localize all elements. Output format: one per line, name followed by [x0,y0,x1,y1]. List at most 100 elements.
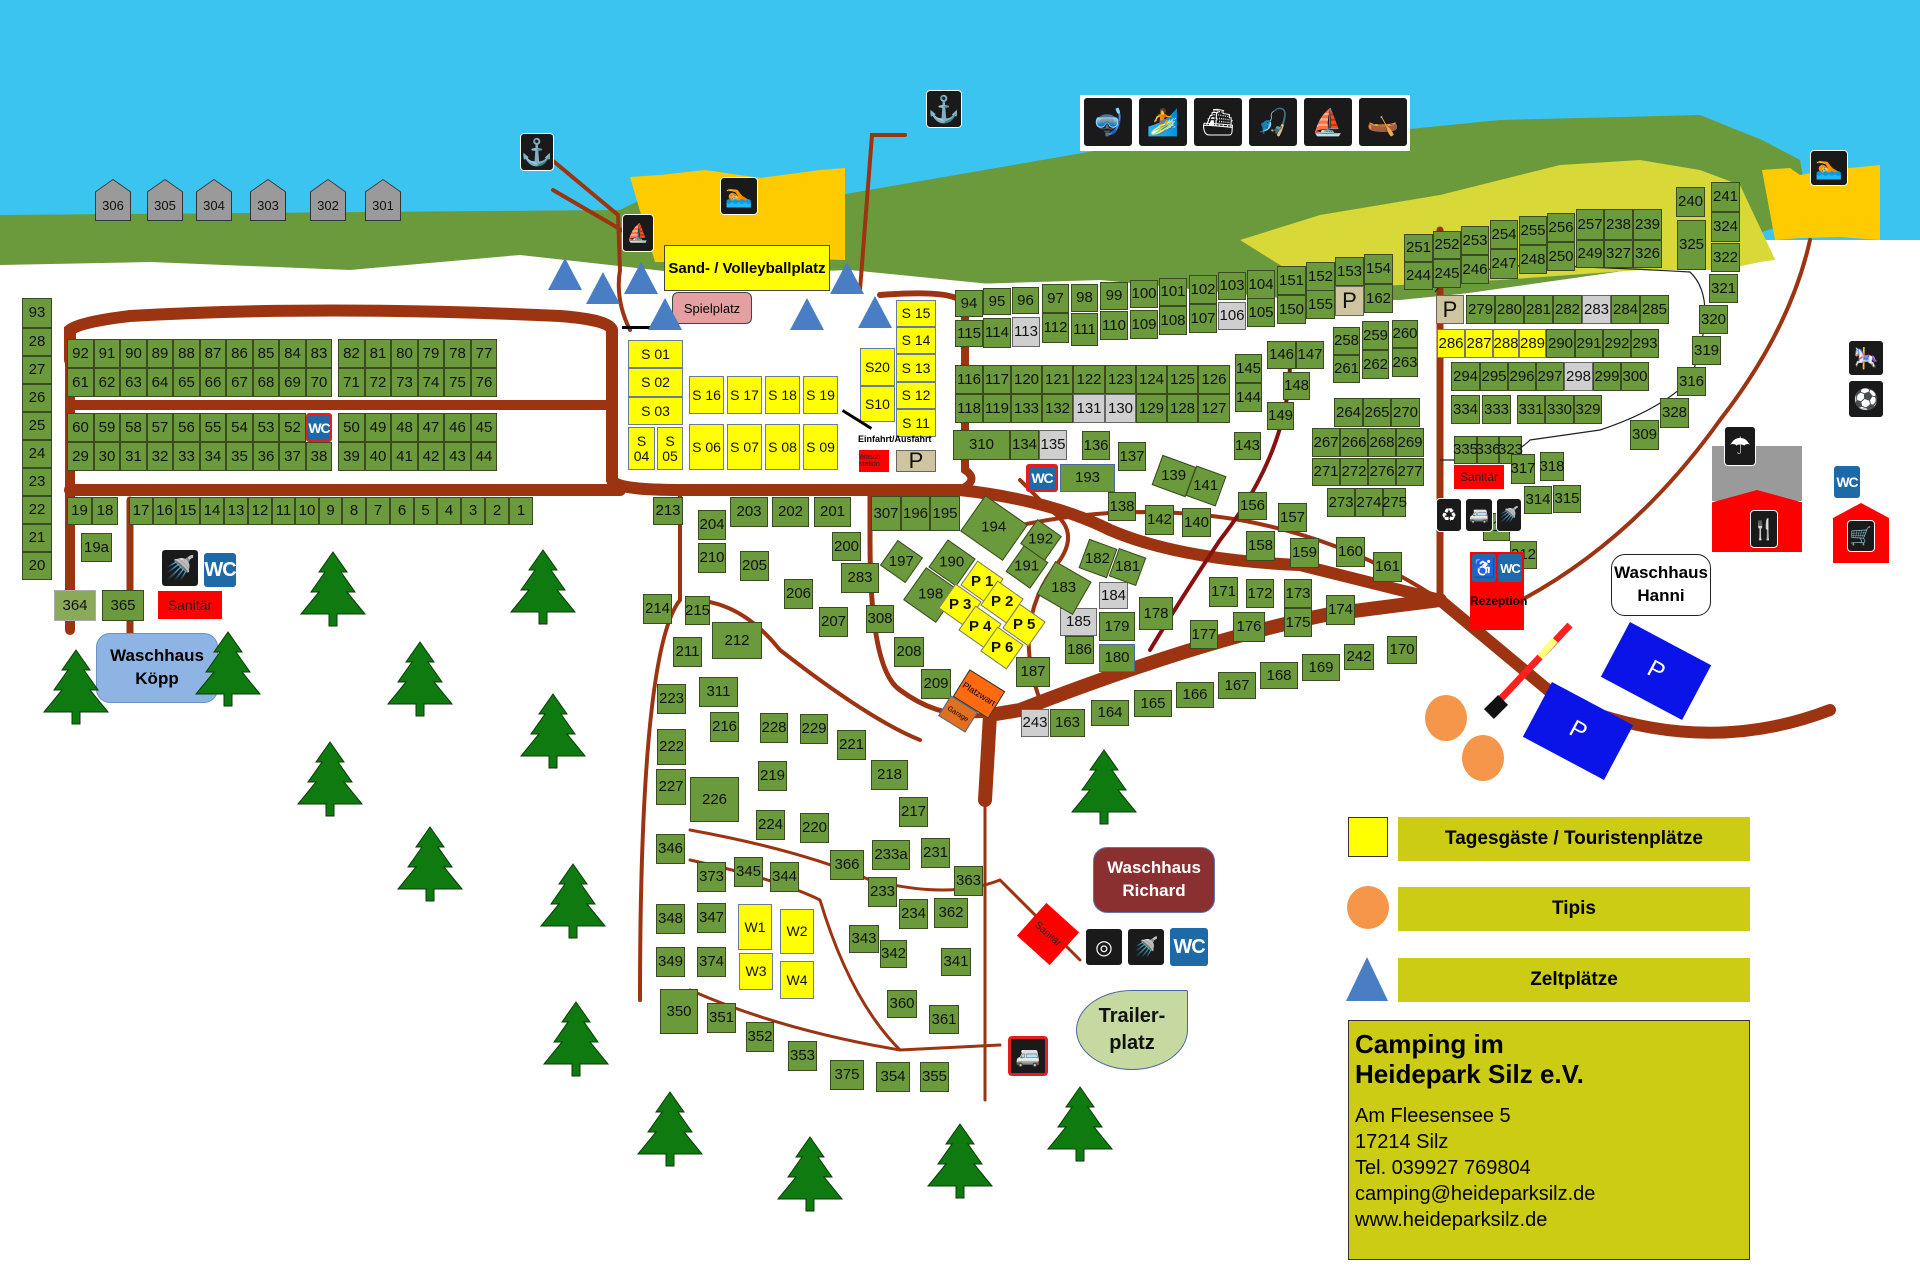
plot-316[interactable]: 316 [1677,367,1706,396]
plot-15[interactable]: 15 [176,497,200,525]
tourist-plot-s11[interactable]: S 11 [896,409,936,437]
tent-site[interactable] [648,298,682,330]
plot-215[interactable]: 215 [685,596,710,625]
plot-287[interactable]: 287 [1465,329,1493,358]
plot-345[interactable]: 345 [734,857,763,887]
plot-156[interactable]: 156 [1238,492,1267,520]
plot-307[interactable]: 307 [871,496,901,531]
plot-160[interactable]: 160 [1336,537,1365,567]
plot-251[interactable]: 251 [1404,234,1433,262]
plot-206[interactable]: 206 [784,579,813,609]
plot-172[interactable]: 172 [1246,579,1274,608]
plot-66[interactable]: 66 [200,368,226,397]
plot-320[interactable]: 320 [1699,305,1728,334]
tourist-plot-s01[interactable]: S 01 [628,340,683,368]
plot-310[interactable]: 310 [953,430,1010,460]
plot-162[interactable]: 162 [1364,284,1393,313]
tourist-plot-w4[interactable]: W4 [780,961,814,999]
tourist-plot-s08[interactable]: S 08 [765,424,800,470]
volleyball-court-label[interactable]: Sand- / Volleyballplatz [664,245,830,291]
plot-54[interactable]: 54 [226,413,253,442]
plot-49[interactable]: 49 [365,413,391,442]
plot-35[interactable]: 35 [226,442,253,471]
plot-293[interactable]: 293 [1631,329,1659,358]
plot-360[interactable]: 360 [887,990,917,1018]
plot-276[interactable]: 276 [1368,458,1396,486]
plot-217[interactable]: 217 [899,797,928,827]
plot-20[interactable]: 20 [22,552,52,580]
plot-110[interactable]: 110 [1100,311,1128,340]
plot-47[interactable]: 47 [418,413,444,442]
plot-102[interactable]: 102 [1189,275,1217,304]
plot-79[interactable]: 79 [418,339,444,368]
plot-295[interactable]: 295 [1480,362,1508,391]
tent-site[interactable] [830,262,864,294]
plot-72[interactable]: 72 [365,368,391,397]
plot-322[interactable]: 322 [1711,243,1740,272]
plot-40[interactable]: 40 [365,442,391,471]
plot-176[interactable]: 176 [1233,612,1265,642]
plot-261[interactable]: 261 [1333,355,1360,383]
plot-282[interactable]: 282 [1553,295,1582,324]
plot-136[interactable]: 136 [1082,431,1110,460]
plot-127[interactable]: 127 [1198,394,1230,423]
plot-92[interactable]: 92 [67,339,94,368]
plot-175[interactable]: 175 [1284,608,1312,637]
plot-3[interactable]: 3 [461,497,485,525]
plot-247[interactable]: 247 [1490,249,1518,279]
plot-10[interactable]: 10 [295,497,319,525]
plot-258[interactable]: 258 [1333,327,1360,355]
rezeption-building[interactable]: ♿ WC Rezeption [1470,552,1527,630]
plot-123[interactable]: 123 [1105,365,1136,394]
plot-174[interactable]: 174 [1326,595,1355,625]
parking-spot[interactable]: P [1436,295,1464,324]
plot-4[interactable]: 4 [437,497,461,525]
plot-308[interactable]: 308 [866,605,894,633]
plot-355[interactable]: 355 [920,1062,949,1092]
plot-231[interactable]: 231 [921,838,950,868]
plot-186[interactable]: 186 [1065,636,1094,664]
plot-239[interactable]: 239 [1633,209,1662,240]
plot-178[interactable]: 178 [1139,597,1173,630]
tourist-plot-s13[interactable]: S 13 [896,354,936,382]
plot-17[interactable]: 17 [129,497,153,525]
plot-96[interactable]: 96 [1012,287,1039,314]
plot-222[interactable]: 222 [657,729,686,765]
plot-169[interactable]: 169 [1302,654,1340,681]
plot-84[interactable]: 84 [279,339,306,368]
plot-234[interactable]: 234 [899,899,928,929]
plot-196[interactable]: 196 [901,496,930,531]
plot-229[interactable]: 229 [800,714,828,744]
plot-13[interactable]: 13 [224,497,248,525]
plot-151[interactable]: 151 [1277,266,1306,295]
plot-71[interactable]: 71 [338,368,365,397]
plot-83[interactable]: 83 [306,339,332,368]
plot-154[interactable]: 154 [1364,254,1393,284]
plot-7[interactable]: 7 [366,497,390,525]
plot-227[interactable]: 227 [656,769,686,805]
plot-244[interactable]: 244 [1404,262,1433,290]
plot-89[interactable]: 89 [147,339,173,368]
plot-325[interactable]: 325 [1677,220,1706,270]
plot-245[interactable]: 245 [1433,259,1461,288]
plot-185[interactable]: 185 [1060,608,1097,636]
plot-210[interactable]: 210 [698,543,726,573]
plot-207[interactable]: 207 [819,607,848,637]
tent-site[interactable] [624,262,658,294]
plot-118[interactable]: 118 [955,394,983,423]
plot-48[interactable]: 48 [391,413,418,442]
plot-265[interactable]: 265 [1363,398,1391,427]
tourist-plot-s02[interactable]: S 02 [628,368,683,397]
plot-314[interactable]: 314 [1524,486,1552,514]
plot-290[interactable]: 290 [1546,329,1575,358]
plot-212[interactable]: 212 [712,622,762,659]
plot-18[interactable]: 18 [92,497,118,525]
plot-126[interactable]: 126 [1198,365,1230,394]
plot-180[interactable]: 180 [1099,644,1135,672]
plot-289[interactable]: 289 [1519,329,1546,358]
plot-166[interactable]: 166 [1176,682,1214,708]
plot-60[interactable]: 60 [67,413,94,442]
plot-68[interactable]: 68 [253,368,279,397]
plot-76[interactable]: 76 [471,368,497,397]
plot-233[interactable]: 233 [868,877,897,907]
